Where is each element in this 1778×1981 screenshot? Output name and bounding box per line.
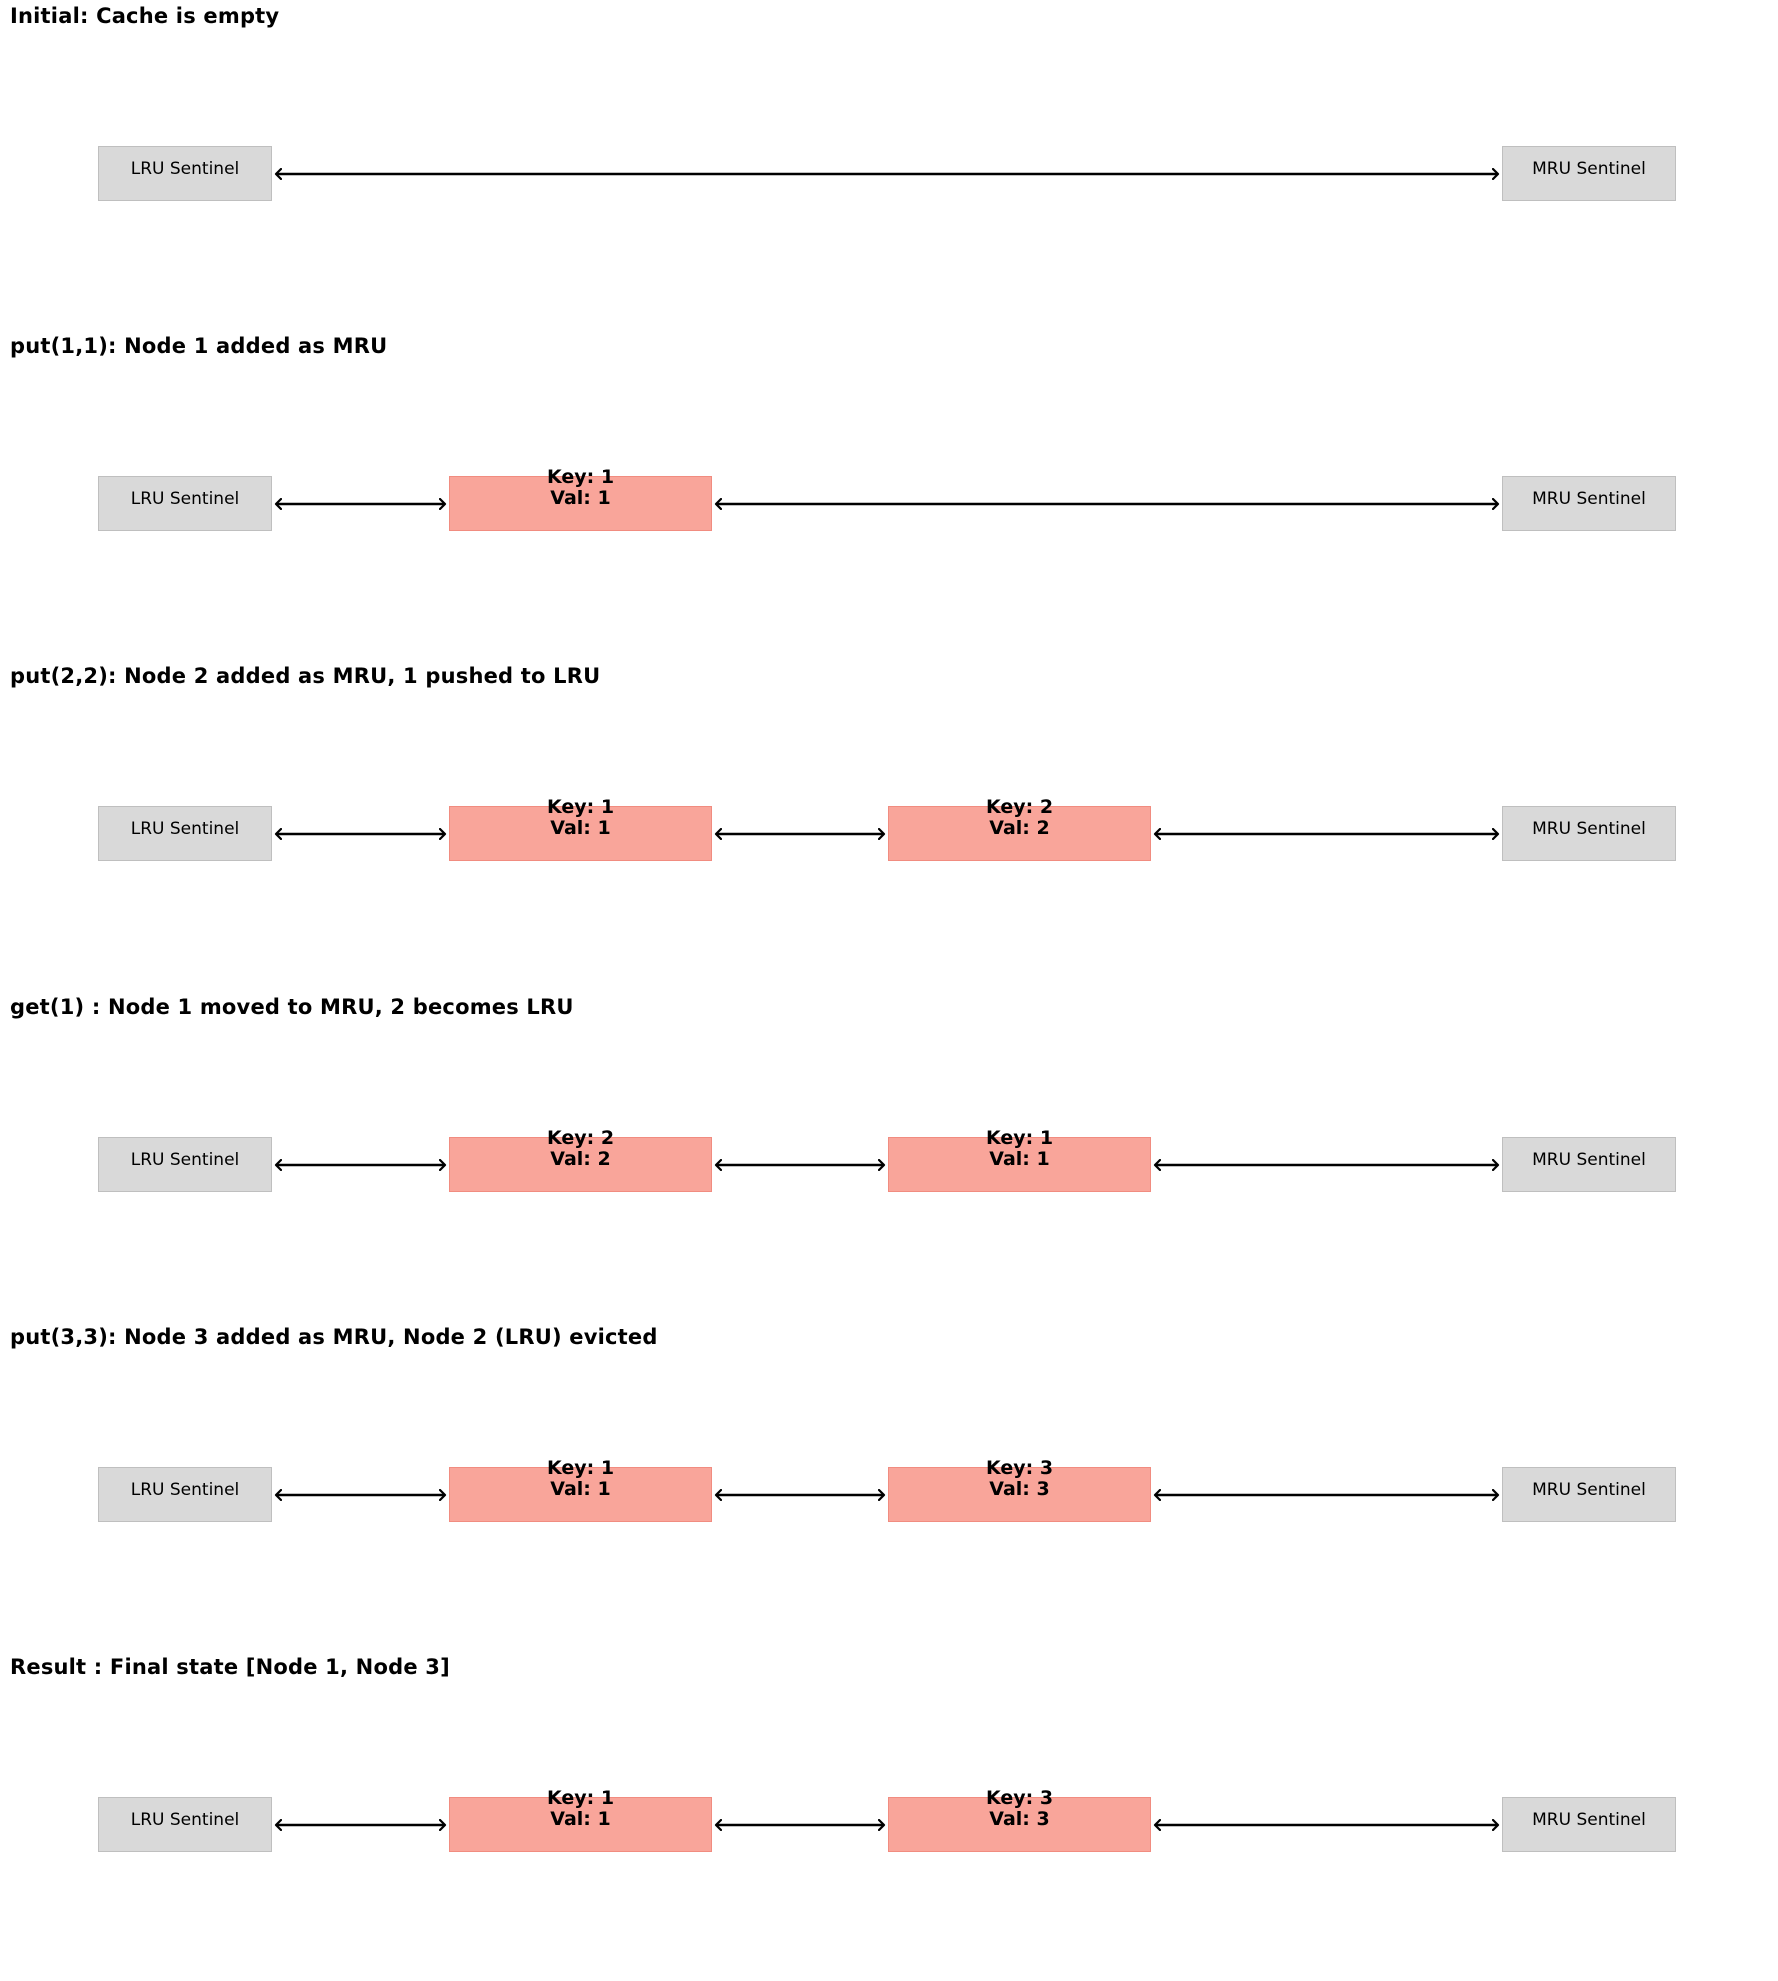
linked-list: LRU Sentinel MRU Sentinel xyxy=(0,146,1778,204)
step-panel: put(3,3): Node 3 added as MRU, Node 2 (L… xyxy=(0,1321,1778,1651)
lru-sentinel: LRU Sentinel xyxy=(98,806,272,862)
node-val: Val: 1 xyxy=(550,1477,611,1500)
mru-sentinel-label: MRU Sentinel xyxy=(1532,159,1646,179)
node-val: Val: 1 xyxy=(550,817,611,840)
node-key: Key: 1 xyxy=(546,796,615,819)
node-key: Key: 1 xyxy=(546,1456,615,1479)
link-arrows xyxy=(0,1797,1778,1855)
mru-sentinel-label: MRU Sentinel xyxy=(1532,819,1646,840)
lru-sentinel-label: LRU Sentinel xyxy=(130,1479,240,1500)
node-val: Val: 3 xyxy=(989,1477,1050,1500)
node-key: Key: 1 xyxy=(546,466,615,489)
node-val: Val: 1 xyxy=(550,1808,611,1830)
link-arrows xyxy=(0,476,1778,534)
node-val: Val: 1 xyxy=(550,487,611,510)
lru-sentinel: LRU Sentinel xyxy=(98,1797,272,1852)
lru-sentinel-label: LRU Sentinel xyxy=(130,159,240,179)
node-val: Val: 2 xyxy=(550,1147,611,1170)
node-val: Val: 1 xyxy=(989,1147,1050,1170)
node-key: Key: 1 xyxy=(985,1126,1054,1149)
mru-sentinel: MRU Sentinel xyxy=(1502,146,1676,201)
mru-sentinel: MRU Sentinel xyxy=(1502,476,1676,532)
node-key: Key: 3 xyxy=(985,1456,1054,1479)
lru-sentinel: LRU Sentinel xyxy=(98,1136,272,1192)
lru-sentinel-label: LRU Sentinel xyxy=(130,489,240,510)
link-arrows xyxy=(0,1137,1778,1195)
mru-sentinel: MRU Sentinel xyxy=(1502,806,1676,862)
node-key: Key: 1 xyxy=(546,1787,615,1809)
step-title: put(1,1): Node 1 added as MRU xyxy=(10,334,388,359)
lru-sentinel: LRU Sentinel xyxy=(98,146,272,201)
step-panel: put(1,1): Node 1 added as MRU LRU Sentine… xyxy=(0,330,1778,660)
mru-sentinel-label: MRU Sentinel xyxy=(1532,489,1646,510)
link-arrows xyxy=(0,1467,1778,1525)
lru-sentinel-label: LRU Sentinel xyxy=(130,1810,240,1830)
node-val: Val: 3 xyxy=(989,1808,1050,1830)
step-title: put(2,2): Node 2 added as MRU, 1 pushed … xyxy=(10,664,601,689)
lru-sentinel-label: LRU Sentinel xyxy=(130,819,240,840)
mru-sentinel: MRU Sentinel xyxy=(1502,1136,1676,1192)
link-arrows xyxy=(0,146,1778,204)
step-panel: get(1) : Node 1 moved to MRU, 2 becomes … xyxy=(0,991,1778,1321)
node-key: Key: 3 xyxy=(985,1787,1054,1809)
step-title: put(3,3): Node 3 added as MRU, Node 2 (L… xyxy=(10,1324,658,1349)
mru-sentinel: MRU Sentinel xyxy=(1502,1466,1676,1522)
node-val: Val: 2 xyxy=(989,817,1050,840)
mru-sentinel-label: MRU Sentinel xyxy=(1532,1810,1646,1830)
node-key: Key: 2 xyxy=(546,1126,615,1149)
step-panel: put(2,2): Node 2 added as MRU, 1 pushed … xyxy=(0,660,1778,990)
mru-sentinel: MRU Sentinel xyxy=(1502,1797,1676,1852)
lru-sentinel: LRU Sentinel xyxy=(98,476,272,532)
node-key: Key: 2 xyxy=(985,796,1054,819)
step-title: Initial: Cache is empty xyxy=(10,4,280,28)
step-title: get(1) : Node 1 moved to MRU, 2 becomes … xyxy=(10,994,574,1019)
step-title: Result : Final state [Node 1, Node 3] xyxy=(10,1655,450,1679)
lru-sentinel-label: LRU Sentinel xyxy=(130,1149,240,1170)
lru-sentinel: LRU Sentinel xyxy=(98,1466,272,1522)
step-panel: Result : Final state [Node 1, Node 3] LRU… xyxy=(0,1651,1778,1981)
mru-sentinel-label: MRU Sentinel xyxy=(1532,1479,1646,1500)
link-arrows xyxy=(0,806,1778,864)
mru-sentinel-label: MRU Sentinel xyxy=(1532,1149,1646,1170)
